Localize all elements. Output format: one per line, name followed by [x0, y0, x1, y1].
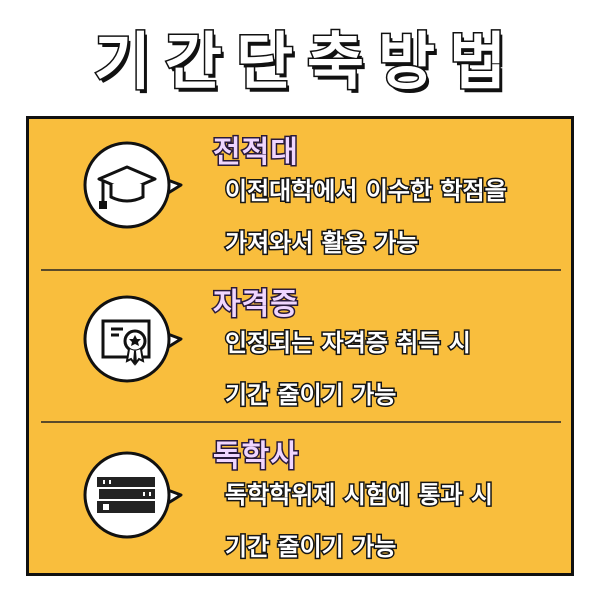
section-line: 기간 줄이기 가능	[223, 533, 397, 561]
section-line: 독학학위제 시험에 통과 시	[224, 481, 495, 509]
title-char: 단	[234, 25, 294, 98]
section-heading-text: 전적대	[212, 134, 300, 172]
section-line: 이전대학에서 이수한 학점을	[224, 177, 509, 205]
section-line: 가져와서 활용 가능	[223, 229, 419, 257]
page-title: 기 간 단 축 방 법	[0, 22, 600, 102]
graduation-cap-icon	[81, 137, 191, 233]
title-char: 법	[448, 25, 508, 98]
title-char: 축	[305, 25, 365, 98]
section-divider	[41, 269, 561, 271]
books-icon	[81, 447, 191, 543]
content-panel: 전적대 이전대학에서 이수한 학점을 가져와서 활용 가능 자격증 인정되는 자…	[26, 116, 574, 576]
section-certificate: 자격증 인정되는 자격증 취득 시 기간 줄이기 가능	[29, 271, 571, 421]
section-heading: 자격증	[212, 279, 300, 324]
certificate-icon	[81, 291, 191, 387]
title-char: 방	[377, 25, 437, 98]
section-heading-text: 자격증	[212, 286, 300, 324]
section-divider	[41, 421, 561, 423]
section-transfer-credit: 전적대 이전대학에서 이수한 학점을 가져와서 활용 가능	[29, 119, 571, 269]
title-char: 기	[92, 25, 152, 98]
section-line: 인정되는 자격증 취득 시	[224, 329, 473, 357]
title-char: 간	[163, 25, 223, 98]
section-line: 기간 줄이기 가능	[223, 381, 397, 409]
section-heading: 전적대	[212, 127, 300, 172]
section-heading: 독학사	[212, 431, 300, 476]
section-heading-text: 독학사	[212, 438, 300, 476]
section-self-study-degree: 독학사 독학학위제 시험에 통과 시 기간 줄이기 가능	[29, 423, 571, 573]
